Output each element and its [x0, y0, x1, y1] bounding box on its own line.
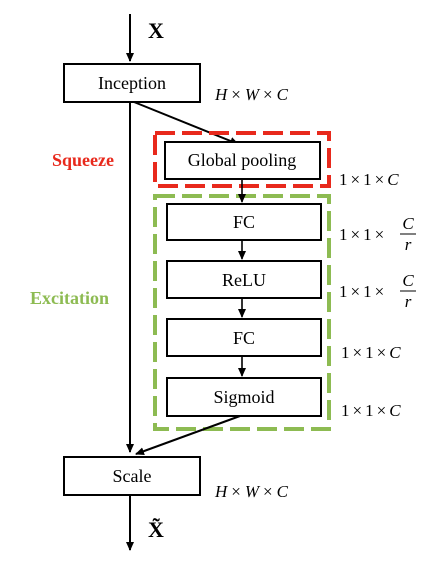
svg-text:r: r	[405, 235, 412, 254]
input-label: X	[148, 18, 164, 43]
global-pooling-label: Global pooling	[188, 150, 297, 170]
relu-block: ReLU	[166, 260, 322, 299]
svg-text:1×1×: 1×1×	[339, 225, 384, 244]
inception-block: Inception	[63, 63, 201, 103]
inception-dims: H×W×C	[214, 85, 289, 104]
inception-label: Inception	[98, 73, 166, 93]
fc1-dims: 1×1× C r	[339, 214, 416, 254]
output-label: X̃	[148, 517, 164, 542]
scale-block: Scale	[63, 456, 201, 496]
sigmoid-label: Sigmoid	[213, 387, 274, 407]
scale-dims: H×W×C	[214, 482, 289, 501]
excitation-label: Excitation	[30, 288, 109, 308]
global-pooling-block: Global pooling	[164, 141, 321, 180]
fc1-label: FC	[233, 212, 255, 232]
svg-text:C: C	[402, 214, 414, 233]
fc2-block: FC	[166, 318, 322, 357]
sigmoid-dims: 1×1×C	[341, 401, 401, 420]
svg-text:r: r	[405, 292, 412, 311]
squeeze-label: Squeeze	[52, 150, 114, 170]
sigmoid-block: Sigmoid	[166, 377, 322, 417]
fc2-dims: 1×1×C	[341, 343, 401, 362]
sigmoid-to-scale-arrow	[135, 415, 241, 456]
relu-dims: 1×1× C r	[339, 271, 416, 311]
svg-text:C: C	[402, 271, 414, 290]
fc1-block: FC	[166, 203, 322, 241]
svg-text:1×1×: 1×1×	[339, 282, 384, 301]
global-pooling-dims: 1×1×C	[339, 170, 399, 189]
inception-to-pooling-arrow	[133, 101, 239, 145]
scale-label: Scale	[113, 466, 152, 486]
fc2-label: FC	[233, 328, 255, 348]
relu-label: ReLU	[222, 270, 266, 290]
